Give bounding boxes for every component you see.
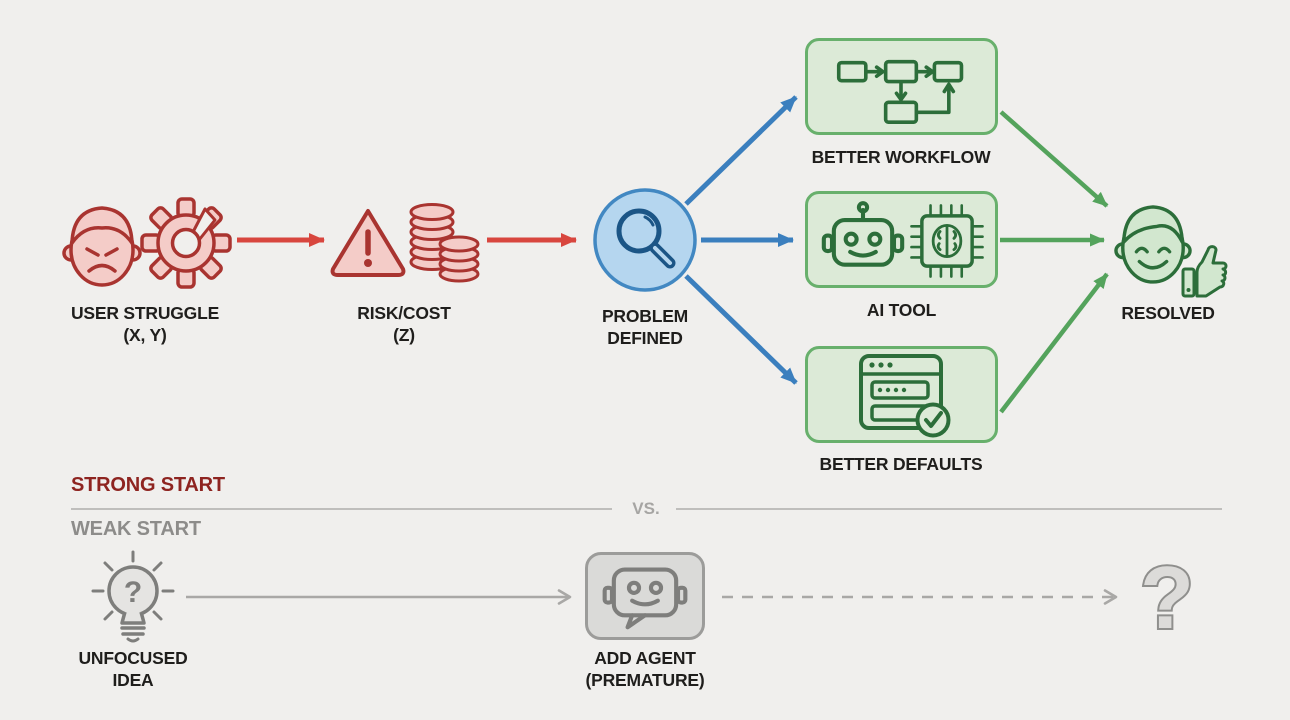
risk-cost-label: RISK/COST (Z) xyxy=(357,303,451,345)
robot-icon xyxy=(821,201,905,267)
arrow-problem-to-workflow xyxy=(684,95,798,206)
browser-defaults-icon xyxy=(859,354,951,438)
weak-start-label: WEAK START xyxy=(71,518,201,540)
arrow-problem-to-defaults xyxy=(684,274,798,385)
arrow-defaults-to-resolved xyxy=(999,272,1109,414)
warning-triangle-icon xyxy=(330,209,406,277)
divider-line-right xyxy=(676,508,1222,510)
divider-line-left xyxy=(71,508,612,510)
flowchart-icon xyxy=(836,59,964,125)
strong-start-label: STRONG START xyxy=(71,474,225,496)
svg-text:?: ? xyxy=(1140,548,1194,647)
thumbs-up-icon xyxy=(1181,245,1228,298)
problem-defined-label: PROBLEM DEFINED xyxy=(601,306,689,348)
broken-gear-icon xyxy=(140,197,232,289)
vs-label: VS. xyxy=(632,499,660,518)
chip-brain-icon xyxy=(910,204,984,278)
chatbot-icon xyxy=(602,567,688,630)
arrow-workflow-to-resolved xyxy=(999,110,1109,208)
better-defaults-label: BETTER DEFAULTS xyxy=(819,454,983,474)
bulb-question-glyph: ? xyxy=(124,576,142,609)
resolved-label: RESOLVED xyxy=(1121,303,1215,323)
unknown-outcome-qmark: ? xyxy=(1138,546,1196,649)
add-agent-label: ADD AGENT (PREMATURE) xyxy=(585,648,705,690)
ai-tool-label: AI TOOL xyxy=(866,300,937,320)
lightbulb-question-icon: ? xyxy=(91,550,175,643)
coin-stacks-icon xyxy=(409,203,480,283)
happy-face-icon xyxy=(1114,205,1192,284)
magnifier-icon xyxy=(616,208,676,269)
angry-face-icon xyxy=(62,206,142,287)
problem-defined-circle xyxy=(593,188,697,292)
unfocused-idea-label: UNFOCUSED IDEA xyxy=(78,648,188,690)
better-workflow-label: BETTER WORKFLOW xyxy=(811,147,991,167)
user-struggle-label: USER STRUGGLE (X, Y) xyxy=(70,303,220,345)
